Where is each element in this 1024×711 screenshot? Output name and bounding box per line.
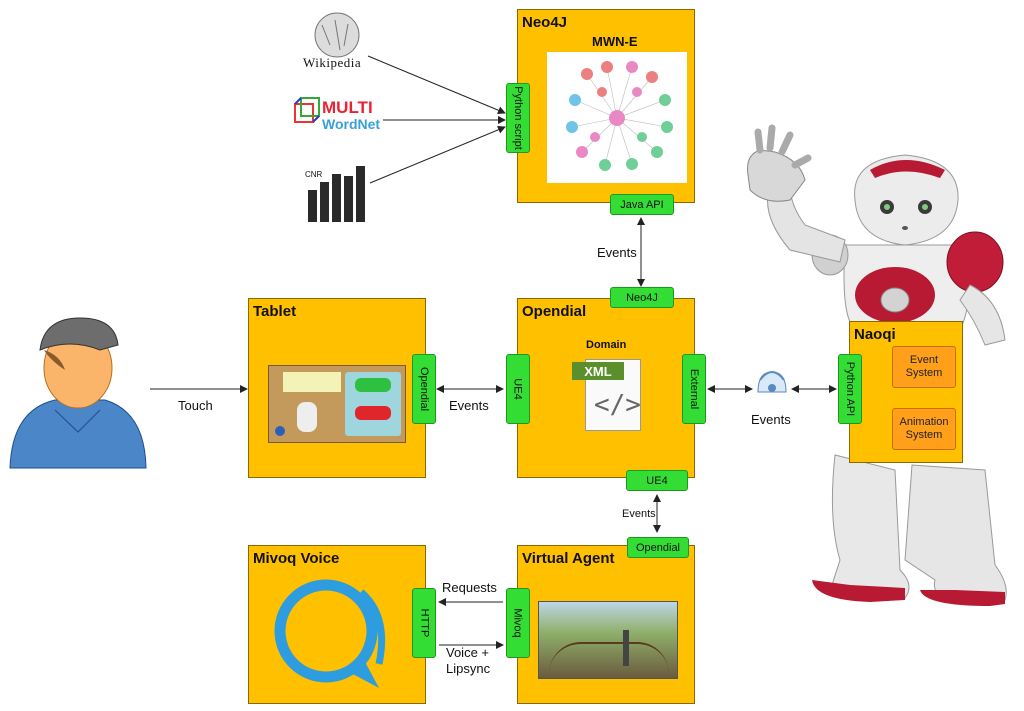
event-system: Event System [892,346,956,388]
wikipedia-logo [314,12,360,58]
port-opendial-neo4j: Neo4J [610,287,674,308]
port-va-opendial: Opendial [627,537,689,558]
port-opendial-external: External [682,354,706,424]
nao-robot-image [747,124,1007,606]
multiwordnet-label-top: MULTI [322,98,373,117]
port-python-api: Python API [838,354,862,424]
port-opendial-ue4-bottom: UE4 [626,470,688,491]
port-python-script: Python script [506,83,530,153]
opendial-title: Opendial [522,303,587,320]
naoqi-box: Naoqi Event System Animation System [849,321,963,463]
animation-system: Animation System [892,408,956,450]
port-mivoq: Mivoq [506,588,530,658]
xml-badge: XML [572,362,624,380]
edges [150,55,926,649]
user-avatar [9,317,147,469]
edge-wikipedia-python [367,55,506,115]
istc-label: ISTC [324,160,361,170]
port-opendial-ue4-left: UE4 [506,354,530,424]
domain-label: Domain [586,339,627,351]
multiwordnet-label-bottom: WordNet [322,116,381,132]
label-events-opendial-va: Events [622,508,656,520]
label-events-opendial-naoqi: Events [751,412,791,427]
port-tablet-opendial: Opendial [412,354,436,424]
wireless-icon [757,371,787,393]
label-events-tablet-opendial: Events [449,398,489,413]
multiwordnet-logo [294,97,320,123]
naoqi-title: Naoqi [854,326,896,343]
port-java-api: Java API [610,194,674,215]
edge-cnr-python [369,125,506,184]
wikipedia-label: Wikipedia [303,55,362,70]
mivoq-title: Mivoq Voice [253,550,340,567]
virtual-agent-scene-image [538,601,678,679]
label-lipsync: Lipsync [446,661,491,676]
neo4j-title: Neo4J [522,14,568,31]
label-voice: Voice + [446,645,490,660]
tablet-title: Tablet [253,303,297,320]
virtual-agent-title: Virtual Agent [522,550,615,567]
label-events-neo4j-opendial: Events [597,245,637,260]
neo4j-box: Neo4J MWN-E [517,9,695,203]
xml-file-icon: XML </> [572,359,641,431]
opendial-box: Opendial Domain XML </> [517,298,695,478]
mivoq-logo [274,579,386,688]
cnr-label: CNR [305,170,323,179]
tablet-box: Tablet [248,298,426,478]
label-touch: Touch [178,398,213,413]
mwn-e-label: MWN-E [592,34,638,49]
port-http: HTTP [412,588,436,658]
tablet-screen-image [268,365,406,443]
cnr-istc-logo [308,166,365,222]
graph-nodes [566,61,673,171]
label-requests: Requests [442,580,497,595]
graph-visualization [547,52,687,183]
mivoq-voice-box: Mivoq Voice [248,545,426,704]
virtual-agent-box: Virtual Agent [517,545,695,704]
